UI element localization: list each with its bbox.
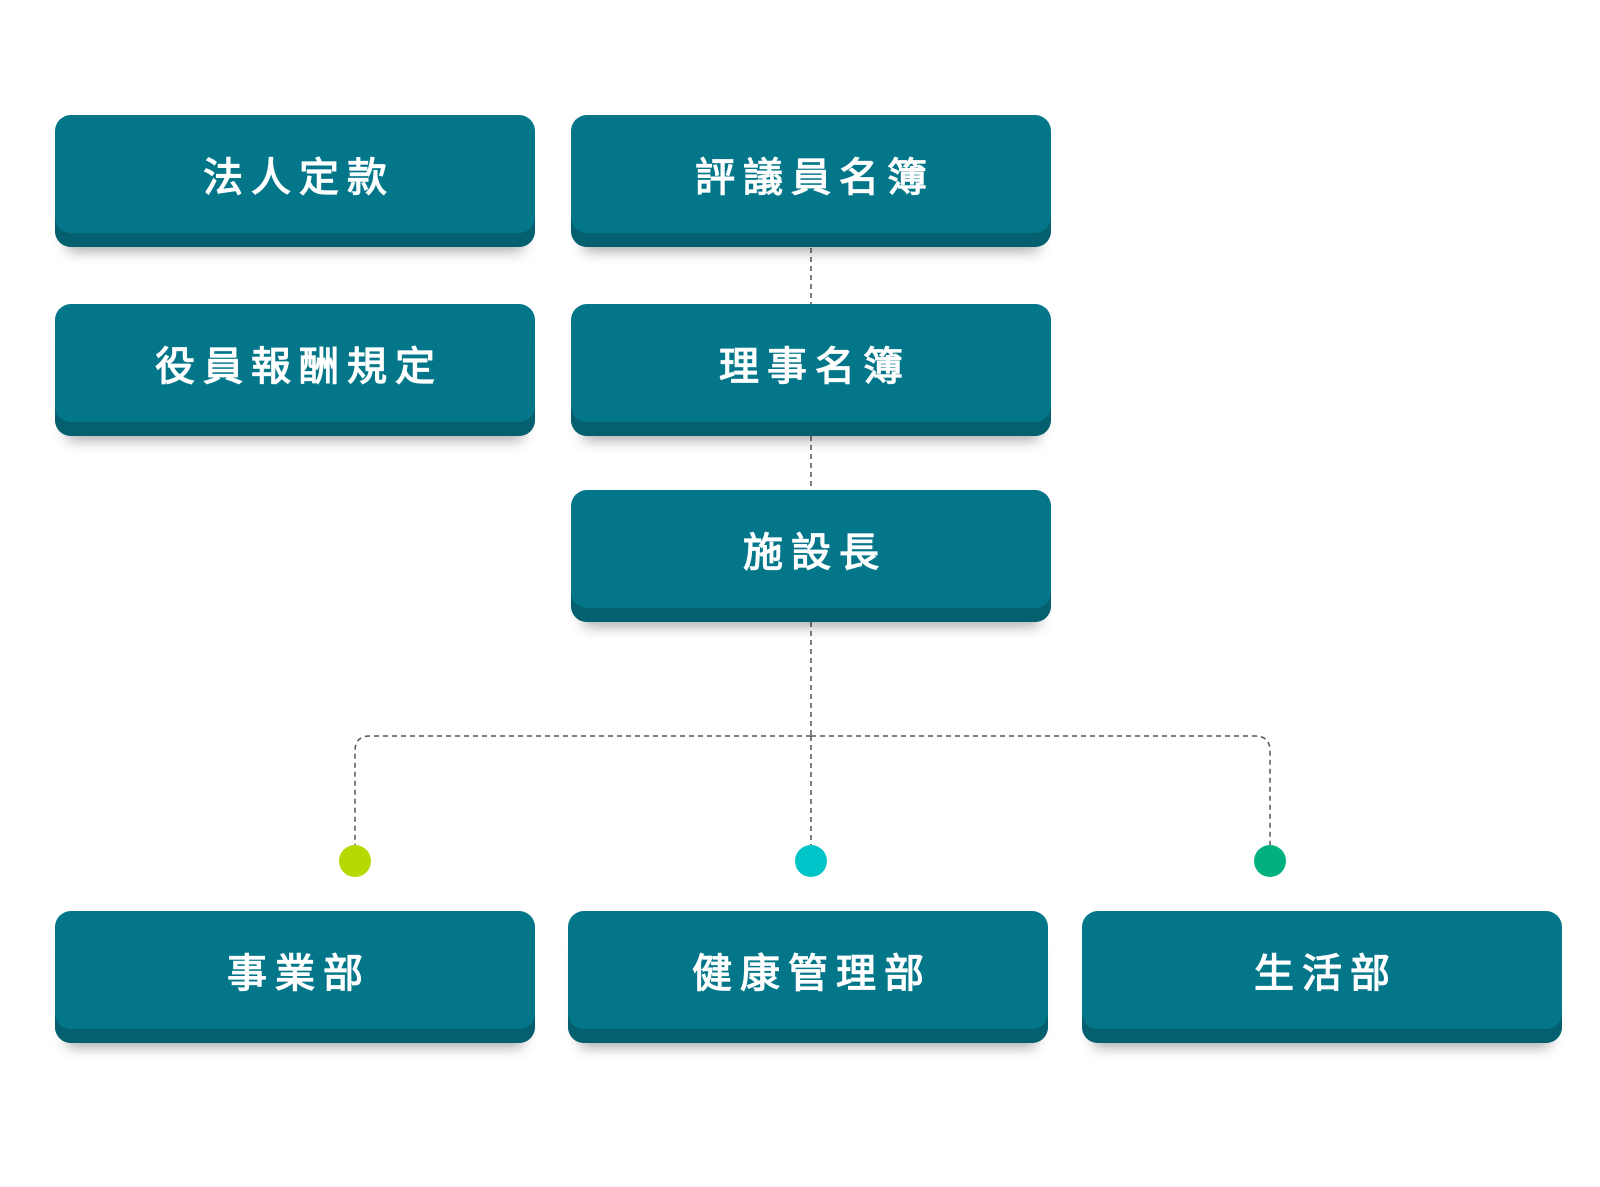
connector-branch-right xyxy=(811,735,1271,845)
directors-label: 理事名簿 xyxy=(719,344,911,390)
articles-label: 法人定款 xyxy=(203,155,395,201)
living-dept-box[interactable]: 生活部 xyxy=(1082,911,1562,1043)
business-dept-box[interactable]: 事業部 xyxy=(55,911,535,1043)
councilors-box[interactable]: 評議員名簿 xyxy=(571,115,1051,247)
facility-director-label: 施設長 xyxy=(743,530,887,576)
dot-business xyxy=(339,845,371,877)
health-dept-label: 健康管理部 xyxy=(692,951,932,997)
business-dept-label: 事業部 xyxy=(227,951,371,997)
connector-branch-left xyxy=(354,735,811,845)
councilors-label: 評議員名簿 xyxy=(695,155,935,201)
health-dept-box[interactable]: 健康管理部 xyxy=(568,911,1048,1043)
articles-box[interactable]: 法人定款 xyxy=(55,115,535,247)
officer-compensation-label: 役員報酬規定 xyxy=(155,344,443,390)
officer-compensation-box[interactable]: 役員報酬規定 xyxy=(55,304,535,436)
dot-health xyxy=(795,845,827,877)
dot-living xyxy=(1254,845,1286,877)
living-dept-label: 生活部 xyxy=(1254,951,1398,997)
directors-box[interactable]: 理事名簿 xyxy=(571,304,1051,436)
facility-director-box[interactable]: 施設長 xyxy=(571,490,1051,622)
